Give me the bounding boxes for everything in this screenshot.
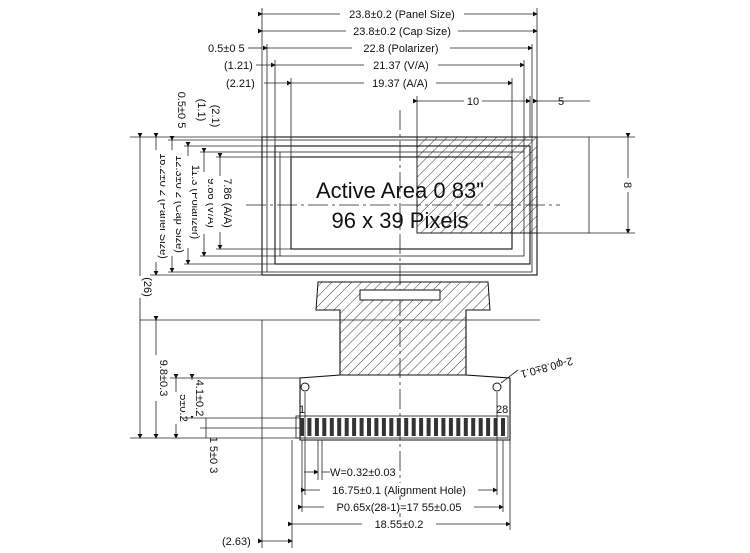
dim-tail-height: 9.8±0.3 — [157, 360, 169, 397]
left-dimensions: (26) 16.2±0 2 (Panel Size) 12.3±0 2 (Cap… — [130, 92, 300, 474]
fpc-pin — [404, 418, 409, 436]
fpc-pin — [344, 418, 349, 436]
alignment-hole-left — [300, 382, 310, 392]
dim-fpc-width: 18.55±0.2 — [375, 519, 424, 531]
pin-last-label: 28 — [496, 404, 508, 416]
dim-va-offset: (1.21) — [224, 60, 253, 72]
dim-top-offset-2: (1.1) — [195, 99, 207, 122]
fpc-pin — [396, 418, 401, 436]
dim-polarizer-offset: 0.5±0 5 — [208, 43, 245, 55]
dim-pin-offset-3: 1 5±0 3 — [207, 437, 219, 474]
dim-fpc-offset: (2.63) — [222, 536, 251, 548]
dim-detail-5: 5 — [558, 96, 564, 108]
pin-row — [295, 415, 509, 439]
active-area-pixels: 96 x 39 Pixels — [332, 208, 469, 233]
dim-detail-height: 8 — [621, 182, 633, 188]
dim-cap-width: 23.8±0.2 (Cap Size) — [353, 26, 451, 38]
fpc-pin — [359, 418, 364, 436]
fpc-pin — [463, 418, 468, 436]
fpc-pin — [300, 418, 304, 436]
fpc-pin — [426, 418, 431, 436]
fpc-pin — [329, 418, 334, 436]
fpc-pin — [419, 418, 424, 436]
dim-aa-width: 19.37 (A/A) — [372, 78, 428, 90]
fpc-pin — [486, 418, 491, 436]
bottom-dimensions: W=0.32±0.03 16.75±0.1 (Alignment Hole) P… — [222, 320, 511, 548]
active-area-title: Active Area 0 83" — [316, 178, 484, 203]
fpc-pin — [501, 418, 505, 436]
dim-pin-width: W=0.32±0.03 — [330, 467, 396, 479]
fpc-pin — [314, 418, 319, 436]
fpc-pin — [448, 418, 453, 436]
fpc-pin — [389, 418, 394, 436]
dim-top-offset-3: (2.1) — [209, 105, 221, 128]
fpc-pin — [471, 418, 476, 436]
dim-pin-pitch: P0.65x(28-1)=17 55±0.05 — [337, 502, 462, 514]
fpc-pin — [337, 418, 342, 436]
pin-row-frame — [295, 415, 509, 439]
fpc-pin — [493, 418, 498, 436]
fpc-tail — [262, 281, 540, 441]
dim-va-width: 21.37 (V/A) — [373, 60, 429, 72]
fpc-pin — [322, 418, 327, 436]
dim-detail-10: 10 — [467, 96, 479, 108]
top-dimensions: 23.8±0.2 (Panel Size) 23.8±0.2 (Cap Size… — [208, 7, 590, 157]
dim-panel-width: 23.8±0.2 (Panel Size) — [349, 9, 455, 21]
fpc-pin — [441, 418, 446, 436]
fpc-pin — [381, 418, 386, 436]
active-area-detail-hatch — [416, 136, 538, 234]
alignment-hole-right — [492, 382, 502, 392]
pin-first-label: 1 — [299, 404, 305, 416]
dim-total-height: (26) — [141, 277, 153, 297]
fpc-pin — [411, 418, 416, 436]
dim-aa-height: 7.86 (A/A) — [221, 178, 233, 228]
fpc-pin — [352, 418, 357, 436]
fpc-pin — [478, 418, 483, 436]
dim-pin-offset-1: 4.1±0.2 — [193, 380, 205, 417]
fpc-pin — [434, 418, 438, 436]
fpc-pin — [367, 418, 371, 436]
dim-alignment-hole-spacing: 16.75±0.1 (Alignment Hole) — [332, 485, 466, 497]
dim-polarizer-width: 22.8 (Polarizer) — [363, 43, 438, 55]
fpc-pin — [374, 418, 379, 436]
dim-alignment-hole-dia: 2-φ0.8±0.1 — [519, 354, 574, 379]
fpc-pin — [307, 418, 312, 436]
detail-box — [416, 136, 590, 234]
dim-aa-offset: (2.21) — [226, 78, 255, 90]
fpc-pin — [456, 418, 461, 436]
dim-top-offset-1: 0.5±0 5 — [175, 92, 187, 129]
